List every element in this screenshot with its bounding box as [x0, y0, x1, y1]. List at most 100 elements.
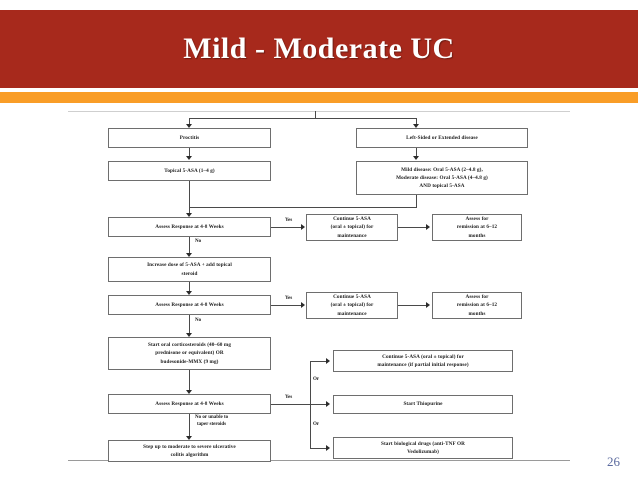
- node-assess2-label: Assess Response at 4-8 Weeks: [155, 301, 224, 308]
- connector-assess3-yes: [271, 404, 310, 405]
- node-stepup-line2: colitis algorithm: [170, 452, 209, 458]
- arrow-assess3-no: [186, 436, 192, 440]
- node-stepup-line1: Step up to moderate to severe ulcerative: [143, 443, 236, 450]
- node-continue2-line3: maintenance: [337, 310, 367, 317]
- header-orange-accent: [0, 92, 638, 103]
- node-dosing-line3: AND topical 5-ASA: [419, 183, 465, 190]
- node-assess-response-2[interactable]: Assess Response at 4-8 Weeks: [108, 295, 271, 315]
- node-assess-response-3[interactable]: Assess Response at 4-8 Weeks: [108, 394, 271, 414]
- connector-merge-to-assess1: [189, 207, 417, 208]
- arrow-to-proctitis: [186, 124, 192, 128]
- node-thiopurine-label: Start Thiopurine: [403, 401, 443, 408]
- arrow-assess1-no: [186, 253, 192, 257]
- node-corticosteroids-line1: Start oral corticosteroids (40–60 mg: [147, 342, 232, 349]
- edge-label-or-1: Or: [313, 377, 320, 382]
- node-continue2-line2: (oral ± topical) for: [330, 302, 374, 309]
- node-assess-remission-1[interactable]: Assess for remission at 6–12 months: [432, 214, 522, 241]
- node-corticosteroids-line3: budesonide-MMX (9 mg): [160, 358, 219, 365]
- connector-dosing-down: [416, 195, 417, 207]
- arrow-to-assess2: [186, 291, 192, 295]
- arrow-to-assess1: [186, 213, 192, 217]
- page-title: Mild - Moderate UC: [183, 32, 455, 65]
- connector-topical-down: [189, 181, 190, 207]
- header-white-divider: [0, 88, 638, 92]
- connector-corticosteroids-down: [189, 370, 190, 390]
- arrow-leftsided-to-dosing: [413, 156, 419, 160]
- node-maint-partial-line1: Continue 5-ASA (oral ± topical) for: [382, 353, 464, 360]
- node-step-up-severe[interactable]: Step up to moderate to severe ulcerative…: [108, 440, 271, 462]
- node-remission1-line1: Assess for: [465, 216, 489, 223]
- node-biologics-line1: Start biological drugs (anti-TNF OR: [380, 440, 465, 447]
- connector-assess3-no: [189, 414, 190, 436]
- node-continue1-line1: Continue 5-ASA: [333, 216, 371, 223]
- node-start-thiopurine[interactable]: Start Thiopurine: [333, 395, 513, 414]
- edge-label-no-taper-line2: taper steroids: [196, 421, 227, 427]
- node-remission1-line3: months: [468, 232, 486, 239]
- arrow-to-left-sided: [413, 124, 419, 128]
- arrow-assess1-yes: [301, 224, 305, 230]
- edge-label-no-taper: No or unable to taper steroids: [195, 415, 228, 428]
- edge-label-no-2: No: [195, 318, 202, 323]
- connector-branch-top: [310, 361, 326, 362]
- node-increase-line2: steroid: [181, 270, 198, 277]
- slide-header-bar: Mild - Moderate UC: [0, 10, 638, 88]
- edge-label-no-taper-line1: No or unable to: [195, 415, 229, 420]
- node-continue-5asa-1[interactable]: Continue 5-ASA (oral ± topical) for main…: [306, 214, 398, 241]
- connector-root-right-drop: [416, 118, 417, 124]
- connector-assess2-no: [189, 315, 190, 333]
- arrow-to-remission1: [426, 224, 430, 230]
- node-proctitis-label: Proctitis: [179, 134, 200, 141]
- arrow-branch-biologics: [326, 445, 330, 451]
- connector-leftsided-down: [416, 148, 417, 156]
- edge-label-yes-3: Yes: [285, 395, 293, 400]
- node-left-sided-label: Left-Sided or Extended disease: [406, 134, 478, 141]
- connector-increase-down: [189, 282, 190, 291]
- node-left-sided-or-extended[interactable]: Left-Sided or Extended disease: [356, 128, 528, 148]
- header-accent-shadow: [0, 103, 638, 105]
- arrow-assess2-no: [186, 333, 192, 337]
- node-continue-maintenance-partial[interactable]: Continue 5-ASA (oral ± topical) for main…: [333, 350, 513, 372]
- connector-proctitis-down: [189, 148, 190, 156]
- node-assess3-label: Assess Response at 4-8 Weeks: [155, 400, 224, 407]
- flowchart-figure: Proctitis Left-Sided or Extended disease…: [0, 105, 638, 478]
- node-topical-5asa-label: Topical 5-ASA (1–4 g): [164, 167, 215, 174]
- node-assess-response-1[interactable]: Assess Response at 4-8 Weeks: [108, 217, 271, 237]
- arrow-assess2-yes: [301, 302, 305, 308]
- connector-root-stem: [315, 111, 316, 118]
- connector-branch-mid: [310, 404, 326, 405]
- node-continue1-line2: (oral ± topical) for: [330, 224, 374, 231]
- connector-assess1-yes: [271, 227, 301, 228]
- page-number: 26: [607, 454, 620, 469]
- node-remission2-line2: remission at 6–12: [456, 302, 498, 309]
- node-assess-remission-2[interactable]: Assess for remission at 6–12 months: [432, 292, 522, 319]
- edge-label-yes-1: Yes: [285, 218, 293, 223]
- node-start-corticosteroids[interactable]: Start oral corticosteroids (40–60 mg pre…: [108, 337, 271, 370]
- figure-bottom-rule: [68, 460, 570, 461]
- arrow-branch-thiopurine: [326, 401, 330, 407]
- arrow-to-remission2: [426, 302, 430, 308]
- node-proctitis[interactable]: Proctitis: [108, 128, 271, 148]
- connector-assess1-no: [189, 237, 190, 253]
- connector-continue1-to-remission1: [398, 227, 426, 228]
- node-biologics-line2: Vedolizumab): [407, 449, 439, 455]
- node-start-biologics[interactable]: Start biological drugs (anti-TNF OR Vedo…: [333, 437, 513, 459]
- node-remission2-line1: Assess for: [465, 294, 489, 301]
- arrow-to-assess3: [186, 390, 192, 394]
- connector-root-split: [189, 118, 416, 119]
- node-increase-line1: Increase dose of 5-ASA + add topical: [147, 262, 232, 269]
- connector-assess2-yes: [271, 305, 301, 306]
- node-remission1-line2: remission at 6–12: [456, 224, 498, 231]
- node-topical-5asa[interactable]: Topical 5-ASA (1–4 g): [108, 161, 271, 181]
- node-dosing-line2: Moderate disease: Oral 5-ASA (4–4.8 g): [396, 174, 488, 181]
- node-dosing-regimen[interactable]: Mild disease: Oral 5-ASA (2–4.8 g), Mode…: [356, 161, 528, 195]
- node-increase-dose[interactable]: Increase dose of 5-ASA + add topical ste…: [108, 257, 271, 282]
- arrow-branch-maintenance: [326, 358, 330, 364]
- node-continue1-line3: maintenance: [337, 232, 367, 239]
- node-continue-5asa-2[interactable]: Continue 5-ASA (oral ± topical) for main…: [306, 292, 398, 319]
- edge-label-or-2: Or: [313, 422, 320, 427]
- node-remission2-line3: months: [468, 310, 486, 317]
- figure-top-rule: [68, 111, 570, 112]
- arrow-proctitis-to-topical: [186, 156, 192, 160]
- node-maint-partial-line2: maintenance (if partial initial response…: [377, 362, 469, 368]
